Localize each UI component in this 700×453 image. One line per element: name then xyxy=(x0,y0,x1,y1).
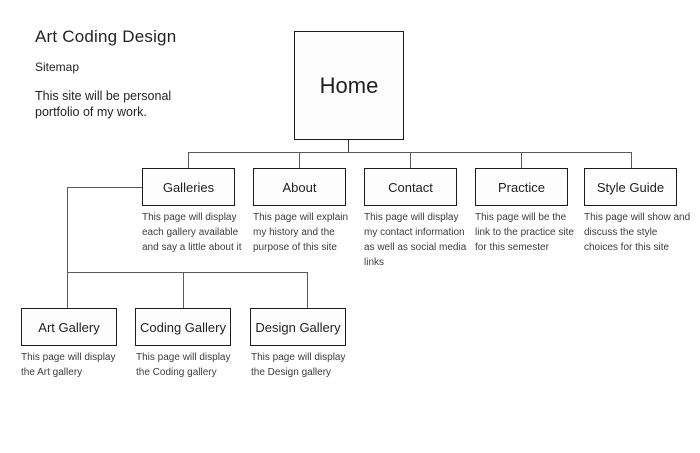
node-contact-label: Contact xyxy=(388,179,433,195)
node-home[interactable]: Home xyxy=(294,31,404,140)
node-style-guide[interactable]: Style Guide xyxy=(584,168,677,206)
connector-drop-coding-gallery xyxy=(183,272,184,308)
header-block: Art Coding Design Sitemap This site will… xyxy=(35,27,265,120)
node-about-label: About xyxy=(282,179,317,195)
node-practice-label: Practice xyxy=(498,179,545,195)
node-about[interactable]: About xyxy=(253,168,346,206)
connector-drop-galleries xyxy=(188,152,189,169)
connector-galleries-riser xyxy=(67,187,68,308)
connector-drop-style-guide xyxy=(631,152,632,169)
connector-home-stem xyxy=(348,140,349,153)
node-contact[interactable]: Contact xyxy=(364,168,457,206)
connector-galleries-left-arm xyxy=(67,187,142,188)
node-coding-gallery-label: Coding Gallery xyxy=(140,319,226,335)
description-design-gallery: This page will display the Design galler… xyxy=(251,352,346,378)
page-intro-text: This site will be personal portfolio of … xyxy=(35,88,172,119)
page-subtitle: Sitemap xyxy=(35,59,80,74)
connector-drop-practice xyxy=(521,152,522,169)
connector-drop-about xyxy=(299,152,300,169)
connector-drop-design-gallery xyxy=(307,272,308,308)
node-style-guide-label: Style Guide xyxy=(596,179,665,195)
node-design-gallery[interactable]: Design Gallery xyxy=(250,308,346,346)
node-galleries[interactable]: Galleries xyxy=(142,168,235,206)
page-title: Art Coding Design xyxy=(35,27,177,46)
description-art-gallery: This page will display the Art gallery xyxy=(21,352,116,378)
description-practice: This page will be the link to the practi… xyxy=(475,212,574,253)
connector-level3-bus xyxy=(67,272,308,273)
node-home-label: Home xyxy=(319,72,379,98)
node-coding-gallery[interactable]: Coding Gallery xyxy=(135,308,231,346)
description-contact: This page will display my contact inform… xyxy=(364,212,467,268)
node-practice[interactable]: Practice xyxy=(475,168,568,206)
connector-level2-bus xyxy=(188,152,631,153)
description-about: This page will explain my history and th… xyxy=(253,212,349,253)
node-galleries-label: Galleries xyxy=(162,179,215,195)
node-art-gallery-label: Art Gallery xyxy=(38,319,100,335)
node-art-gallery[interactable]: Art Gallery xyxy=(21,308,117,346)
node-design-gallery-label: Design Gallery xyxy=(255,319,341,335)
description-galleries: This page will display each gallery avai… xyxy=(142,212,242,253)
description-style-guide: This page will show and discuss the styl… xyxy=(584,212,691,253)
description-coding-gallery: This page will display the Coding galler… xyxy=(136,352,231,378)
connector-drop-contact xyxy=(410,152,411,169)
